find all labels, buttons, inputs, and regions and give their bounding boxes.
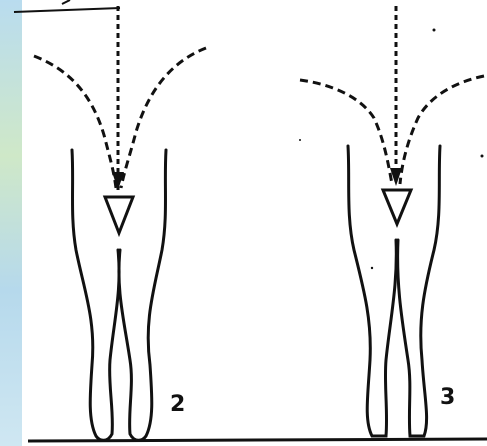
right-curved-dashed-line [121, 48, 206, 188]
ink-speck [433, 29, 436, 32]
top-stray-line [14, 8, 120, 12]
ink-speck [481, 155, 484, 158]
figure-2: 2 [34, 6, 206, 440]
ink-speck [371, 267, 373, 269]
triangle-marker [105, 197, 133, 233]
ground-line [28, 439, 487, 441]
figure-3-number: 3 [440, 385, 455, 410]
left-curved-dashed-line [300, 80, 392, 184]
left-curved-dashed-line [34, 56, 116, 188]
ink-speck [299, 139, 301, 141]
figure-2-right-leg [119, 150, 166, 440]
triangle-marker [383, 190, 411, 224]
right-curved-dashed-line [400, 76, 484, 184]
figure-2-left-leg [72, 150, 119, 440]
figure-2-number: 2 [170, 392, 185, 417]
figure-3: 3 [300, 6, 484, 436]
top-stray-tick [62, 0, 70, 4]
